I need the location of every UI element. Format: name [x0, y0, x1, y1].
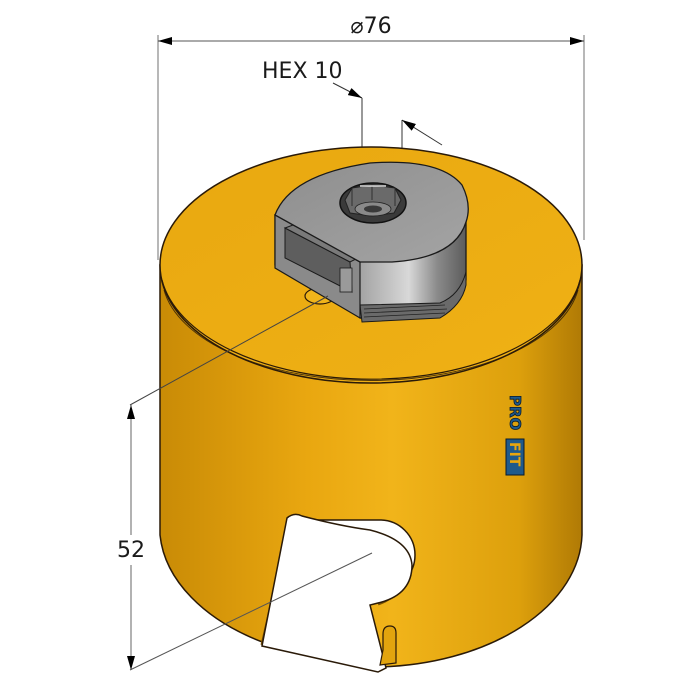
hex-arrow-left — [332, 82, 363, 99]
height-extension-bottom — [129, 552, 373, 671]
height-label: 52 — [117, 538, 145, 563]
hex-arrow-right — [401, 119, 443, 146]
hex-label: HEX 10 — [262, 59, 343, 84]
slot-tooth — [379, 625, 397, 666]
hex-adapter — [274, 161, 469, 323]
diameter-label: ⌀76 — [350, 14, 391, 39]
height-extension-top — [129, 295, 329, 406]
top-rim-edge-2 — [163, 289, 579, 382]
top-rim-edge — [161, 279, 581, 380]
brand-prefix: PRO — [506, 395, 524, 430]
brand-logo: PRO FIT — [505, 395, 525, 476]
hex-dimension: HEX 10 — [262, 59, 443, 210]
diameter-dimension: ⌀76 — [157, 14, 585, 260]
height-dimension: 52 — [117, 295, 373, 671]
brand-suffix-badge — [505, 438, 525, 476]
slot-cutout — [261, 513, 413, 673]
brand-suffix: FIT — [506, 442, 522, 467]
